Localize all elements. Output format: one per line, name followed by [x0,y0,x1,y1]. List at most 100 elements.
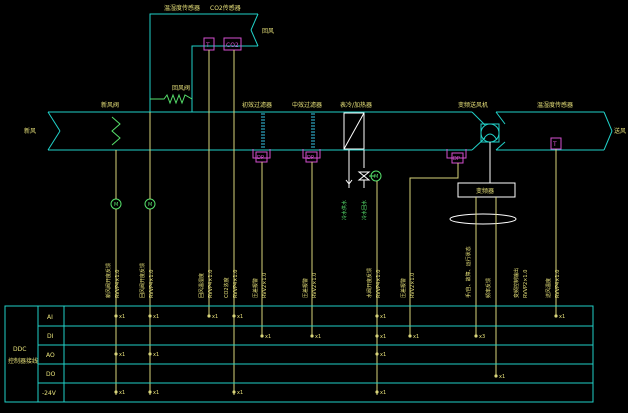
connection-dot [554,314,558,318]
supply-sensor-label: 温湿度传感器 [537,101,573,109]
connection-count: x1 [559,314,565,320]
point-label: 送风温度 [545,278,552,298]
coil-icon [343,112,365,150]
connection-count: x1 [237,390,243,396]
connection-dot [148,390,152,394]
mixing-damper-label: 回风阀 [172,84,190,92]
co2-sensor-label: CO2传感器 [210,4,241,12]
temp-sensor-label: T [205,42,210,49]
valve-left-label: 冷水供水 [341,200,348,220]
point-label: CO2浓度 [223,277,230,298]
connection-dot [375,352,379,356]
connection-dot [474,334,478,338]
point-cable: RVVP2×1.0 [523,270,529,298]
medium-filter-label: 中效过滤器 [292,101,322,109]
connection-dot [375,334,379,338]
inlet-label: 新风 [24,127,36,135]
point-label: 频率反馈 [485,278,492,298]
connection-dot [114,390,118,394]
connection-count: x1 [119,390,125,396]
point-cable: RVVP4×1.0 [233,270,239,298]
row-label-ao: AO [46,352,55,359]
connection-dot [232,314,236,318]
point-cable: RVV2×1.0 [262,273,268,298]
mixing-damper-icon [150,93,193,105]
point-label: 压差报警 [400,278,407,298]
return-air-label: 回风 [262,28,274,35]
point-cable: RVVP4×1.0 [555,270,561,298]
supply-temp-sensor-text: T [552,141,557,148]
connection-count: x1 [499,374,505,380]
return-damper-actuator-label: M [148,202,152,208]
inverter-box [457,182,516,198]
point-label: 回风温湿度 [198,273,205,298]
connection-dot [408,334,412,338]
valve-right-label: 冷水回水 [361,200,368,220]
primary-filter-icon [261,113,265,149]
valve-motor-icon [370,170,382,182]
point-label: 水阀开度反馈 [366,268,373,298]
inverter-label: 变频器 [476,187,494,195]
point-label: 变频控制输出 [513,268,520,298]
dp-3-label: DP [453,156,460,162]
coil-label: 表冷/加热器 [340,101,372,109]
table-left-subtitle: 控制器接线 [8,357,38,365]
primary-filter-label: 初效过滤器 [242,101,272,109]
point-cable: RVVP4×1.0 [149,270,155,298]
connection-dot [148,352,152,356]
connection-count: x1 [380,334,386,340]
connection-count: x1 [413,334,419,340]
point-cable: RVVP4×1.0 [208,270,214,298]
connection-dot [207,314,211,318]
table-left-title: DDC [13,346,26,353]
connection-count: x1 [119,352,125,358]
flow-arrow-icon [345,179,353,185]
connection-dot [114,352,118,356]
connection-count: x1 [212,314,218,320]
point-cable: RVV2×1.0 [312,273,318,298]
outlet-label: 送风 [614,127,626,135]
medium-filter-icon [311,113,315,149]
fresh-damper-label: 新风阀 [101,101,119,109]
cable-bundle-icon [449,213,517,225]
connection-dot [260,334,264,338]
point-cable: RVVP4×1.0 [376,270,382,298]
connection-count: x1 [153,352,159,358]
point-label: 回风阀开度反馈 [139,263,146,298]
row-label-di: DI [47,333,54,340]
dp-2-label: DP [307,155,314,161]
fresh-damper-icon [111,116,121,146]
co2-sensor-box [223,37,242,51]
io-table [4,305,594,403]
co2-sensor-text: CO2 [226,42,239,49]
connection-count: x1 [153,314,159,320]
point-cable: RVV2×1.0 [410,273,416,298]
point-label: 压差报警 [252,278,259,298]
connection-count: x1 [380,314,386,320]
water-valve-icon [348,150,375,188]
point-label: 手/自、故障、运行状态 [465,246,472,298]
temp-humidity-sensor-label: 温湿度传感器 [164,4,200,12]
connection-dot [375,390,379,394]
connection-count: x1 [315,334,321,340]
point-cable: RVVP4×1.0 [115,270,121,298]
dp-1-label: DP [257,155,264,161]
connection-count: x1 [237,314,243,320]
connection-dot [310,334,314,338]
point-label: 压差报警 [302,278,309,298]
connection-dot [375,314,379,318]
fresh-damper-actuator-label: M [114,202,118,208]
point-label: 新风阀开度反馈 [105,263,112,298]
row-label-do: DO [46,371,56,378]
connection-count: x3 [479,334,485,340]
connection-count: x1 [265,334,271,340]
connection-dot [148,314,152,318]
connection-count: x1 [119,314,125,320]
row-label-24v: -24V [42,390,57,397]
connection-dot [114,314,118,318]
connection-count: x1 [380,390,386,396]
connection-count: x1 [153,390,159,396]
